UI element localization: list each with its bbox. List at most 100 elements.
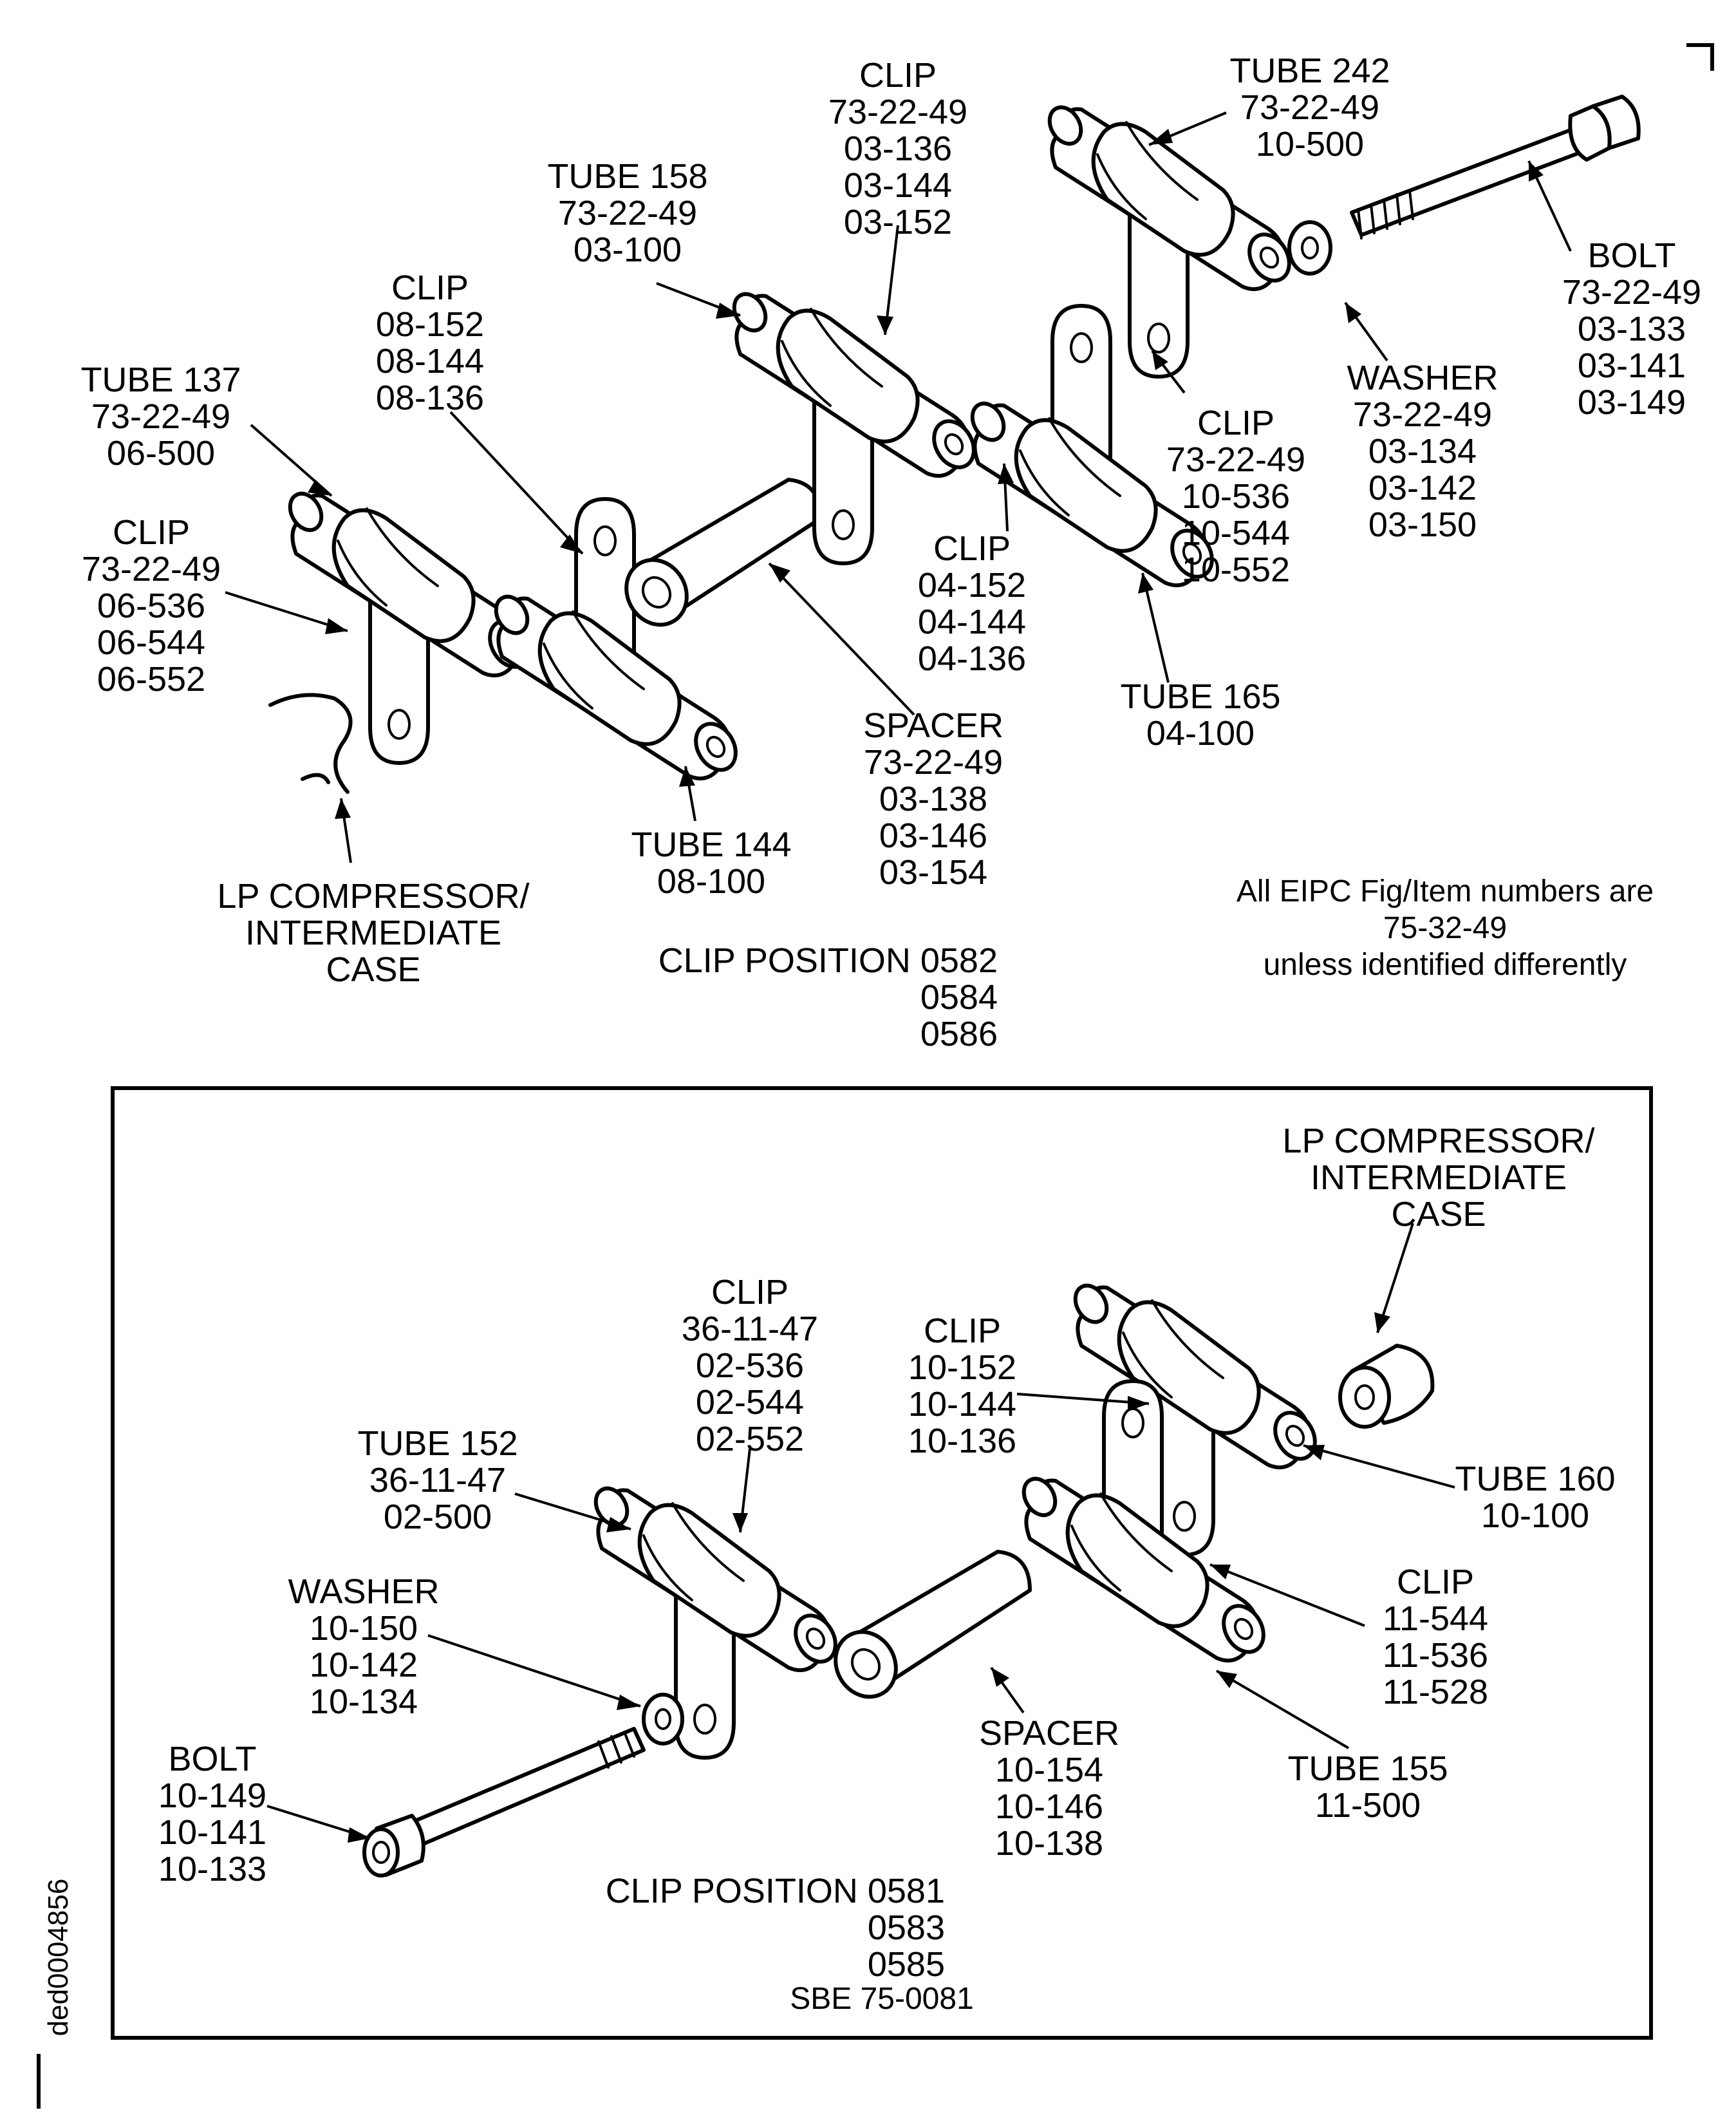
svg-text:unless identified differently: unless identified differently xyxy=(1264,948,1627,982)
label-washer-bottom: WASHER 10-150 10-142 10-134 xyxy=(288,1572,439,1721)
label-clip-04: CLIP 04-152 04-144 04-136 xyxy=(918,529,1026,678)
svg-text:10-536: 10-536 xyxy=(1182,477,1290,516)
label-bolt-top: BOLT 73-22-49 03-133 03-141 03-149 xyxy=(1562,236,1701,422)
svg-text:11-544: 11-544 xyxy=(1383,1599,1488,1638)
svg-text:10-141: 10-141 xyxy=(158,1813,266,1852)
bottom-assembly-graphics xyxy=(266,1223,1455,1877)
svg-text:INTERMEDIATE: INTERMEDIATE xyxy=(1311,1158,1567,1197)
svg-text:03-142: 03-142 xyxy=(1368,469,1477,507)
label-bolt-bottom: BOLT 10-149 10-141 10-133 xyxy=(158,1740,266,1888)
svg-text:06-552: 06-552 xyxy=(97,660,205,699)
washer-bottom-part xyxy=(642,1693,684,1745)
svg-text:10-136: 10-136 xyxy=(908,1422,1016,1460)
svg-text:TUBE 137: TUBE 137 xyxy=(80,361,241,399)
svg-text:03-149: 03-149 xyxy=(1578,383,1686,422)
svg-text:TUBE 155: TUBE 155 xyxy=(1287,1749,1448,1788)
label-tube-158: TUBE 158 73-22-49 03-100 xyxy=(547,157,707,269)
svg-text:10-100: 10-100 xyxy=(1481,1496,1589,1535)
top-assembly-graphics xyxy=(225,43,1714,863)
svg-text:04-136: 04-136 xyxy=(918,639,1026,678)
svg-text:03-152: 03-152 xyxy=(844,203,952,241)
svg-text:0585: 0585 xyxy=(868,1945,945,1984)
label-case-top: LP COMPRESSOR/ INTERMEDIATE CASE xyxy=(217,877,529,989)
bolt-bottom-part xyxy=(362,1727,646,1877)
svg-text:11-500: 11-500 xyxy=(1315,1786,1421,1825)
label-clip-11: CLIP 11-544 11-536 11-528 xyxy=(1383,1563,1488,1711)
label-clip-10-bottom: CLIP 10-152 10-144 10-136 xyxy=(908,1312,1016,1460)
svg-text:10-500: 10-500 xyxy=(1256,125,1364,164)
label-clip-06: CLIP 73-22-49 06-536 06-544 06-552 xyxy=(82,513,221,699)
clip-36-part xyxy=(590,1483,843,1758)
svg-text:10-154: 10-154 xyxy=(995,1751,1103,1789)
svg-text:03-133: 03-133 xyxy=(1578,310,1686,348)
svg-text:06-500: 06-500 xyxy=(107,434,215,473)
label-tube-144: TUBE 144 08-100 xyxy=(631,825,791,901)
label-spacer-bottom: SPACER 10-154 10-146 10-138 xyxy=(979,1714,1119,1863)
label-clip-08: CLIP 08-152 08-144 08-136 xyxy=(376,268,484,417)
svg-text:CLIP POSITION 0581: CLIP POSITION 0581 xyxy=(606,1872,945,1910)
bottom-leader-lines xyxy=(266,1223,1455,1839)
svg-text:TUBE 144: TUBE 144 xyxy=(631,825,791,864)
svg-text:CLIP POSITION 0582: CLIP POSITION 0582 xyxy=(658,941,998,980)
svg-text:SPACER: SPACER xyxy=(979,1714,1119,1753)
svg-text:0586: 0586 xyxy=(920,1015,998,1053)
svg-text:73-22-49: 73-22-49 xyxy=(82,550,221,588)
svg-text:10-152: 10-152 xyxy=(908,1348,1016,1387)
svg-text:CLIP: CLIP xyxy=(391,268,469,307)
label-tube-137: TUBE 137 73-22-49 06-500 xyxy=(80,361,241,473)
svg-text:BOLT: BOLT xyxy=(168,1740,256,1778)
svg-text:03-144: 03-144 xyxy=(844,166,952,205)
svg-text:CLIP: CLIP xyxy=(859,56,937,95)
svg-text:0583: 0583 xyxy=(868,1908,945,1947)
label-clip-position-top: CLIP POSITION 0582 0584 0586 xyxy=(658,941,998,1053)
svg-text:04-100: 04-100 xyxy=(1146,714,1255,753)
svg-text:TUBE 160: TUBE 160 xyxy=(1455,1460,1615,1498)
label-clip-36: CLIP 36-11-47 02-536 02-544 02-552 xyxy=(682,1273,818,1458)
label-tube-155: TUBE 155 11-500 xyxy=(1287,1749,1448,1825)
washer-top-part xyxy=(1287,220,1332,276)
svg-text:03-146: 03-146 xyxy=(879,816,987,855)
svg-text:06-536: 06-536 xyxy=(97,587,205,625)
bottom-view-frame xyxy=(111,1086,1653,2040)
svg-text:08-152: 08-152 xyxy=(376,305,484,344)
svg-text:06-544: 06-544 xyxy=(97,623,205,662)
label-tube-152: TUBE 152 36-11-47 02-500 xyxy=(357,1424,518,1536)
svg-text:CASE: CASE xyxy=(326,950,420,989)
svg-text:08-136: 08-136 xyxy=(376,379,484,417)
label-case-bottom: LP COMPRESSOR/ INTERMEDIATE CASE xyxy=(1282,1122,1594,1234)
svg-text:CLIP: CLIP xyxy=(1397,1563,1474,1601)
label-clip-10-top: CLIP 73-22-49 10-536 10-544 10-552 xyxy=(1166,404,1305,589)
svg-text:73-22-49: 73-22-49 xyxy=(1562,273,1701,312)
svg-text:CLIP: CLIP xyxy=(113,513,190,552)
case-bottom-fragment xyxy=(1338,1344,1435,1429)
svg-text:10-146: 10-146 xyxy=(995,1787,1103,1826)
svg-text:CLIP: CLIP xyxy=(933,529,1011,568)
svg-text:04-144: 04-144 xyxy=(918,603,1026,641)
label-tube-165: TUBE 165 04-100 xyxy=(1120,677,1280,753)
case-top-fragment xyxy=(268,693,353,794)
svg-text:03-134: 03-134 xyxy=(1368,432,1477,471)
svg-text:73-22-49: 73-22-49 xyxy=(828,93,967,131)
svg-text:04-152: 04-152 xyxy=(918,566,1026,605)
svg-text:0584: 0584 xyxy=(920,978,998,1017)
svg-text:BOLT: BOLT xyxy=(1587,236,1675,275)
svg-text:WASHER: WASHER xyxy=(288,1572,439,1611)
svg-text:11-528: 11-528 xyxy=(1383,1673,1488,1711)
svg-text:TUBE 165: TUBE 165 xyxy=(1120,677,1280,716)
label-spacer-top: SPACER 73-22-49 03-138 03-146 03-154 xyxy=(863,706,1003,892)
svg-text:10-138: 10-138 xyxy=(995,1824,1103,1863)
label-washer-top: WASHER 73-22-49 03-134 03-142 03-150 xyxy=(1347,359,1498,544)
svg-text:10-144: 10-144 xyxy=(908,1385,1016,1424)
bottom-arrowheads xyxy=(348,1312,1390,1843)
svg-text:75-32-49: 75-32-49 xyxy=(1383,911,1507,945)
svg-text:03-100: 03-100 xyxy=(574,231,682,269)
svg-text:03-136: 03-136 xyxy=(844,129,952,168)
svg-text:CASE: CASE xyxy=(1391,1195,1486,1234)
svg-text:03-138: 03-138 xyxy=(879,780,987,818)
bolt-top-part xyxy=(1350,95,1641,240)
svg-text:02-536: 02-536 xyxy=(696,1346,804,1385)
svg-text:10-544: 10-544 xyxy=(1182,514,1290,552)
svg-text:SPACER: SPACER xyxy=(863,706,1003,745)
svg-text:08-100: 08-100 xyxy=(657,862,765,901)
svg-text:03-154: 03-154 xyxy=(879,853,987,892)
